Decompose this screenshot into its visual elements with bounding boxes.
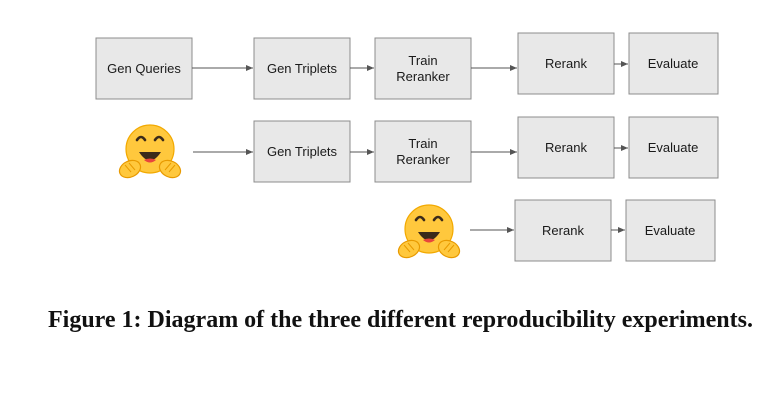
svg-text:Evaluate: Evaluate bbox=[645, 223, 696, 238]
svg-text:Evaluate: Evaluate bbox=[648, 140, 699, 155]
svg-text:Gen Triplets: Gen Triplets bbox=[267, 61, 338, 76]
hugging-face-icon bbox=[115, 123, 185, 183]
figure-caption: Figure 1: Diagram of the three different… bbox=[48, 307, 753, 333]
svg-text:Train: Train bbox=[408, 53, 437, 68]
row-2: Gen Triplets Train Reranker Rerank Evalu… bbox=[115, 116, 719, 183]
svg-text:Rerank: Rerank bbox=[545, 56, 587, 71]
evaluate-box: Evaluate bbox=[628, 116, 719, 179]
svg-text:Gen Triplets: Gen Triplets bbox=[267, 144, 338, 159]
hugging-face-icon bbox=[394, 203, 464, 263]
evaluate-box: Evaluate bbox=[628, 32, 719, 95]
train-reranker-box: Train Reranker bbox=[374, 120, 472, 183]
svg-text:Gen Queries: Gen Queries bbox=[107, 61, 181, 76]
rerank-box: Rerank bbox=[517, 116, 615, 179]
experiments-diagram: Gen Queries Gen Triplets Train Reranker … bbox=[95, 32, 719, 263]
train-reranker-box: Train Reranker bbox=[374, 37, 472, 100]
gen-triplets-box: Gen Triplets bbox=[253, 37, 351, 100]
svg-text:Rerank: Rerank bbox=[542, 223, 584, 238]
gen-queries-box: Gen Queries bbox=[95, 37, 193, 100]
svg-text:Reranker: Reranker bbox=[396, 69, 450, 84]
row-1: Gen Queries Gen Triplets Train Reranker … bbox=[95, 32, 719, 100]
gen-triplets-box: Gen Triplets bbox=[253, 120, 351, 183]
svg-text:Reranker: Reranker bbox=[396, 152, 450, 167]
rerank-box: Rerank bbox=[517, 32, 615, 95]
svg-text:Rerank: Rerank bbox=[545, 140, 587, 155]
row-3: Rerank Evaluate bbox=[394, 199, 716, 263]
svg-text:Train: Train bbox=[408, 136, 437, 151]
evaluate-box: Evaluate bbox=[625, 199, 716, 262]
rerank-box: Rerank bbox=[514, 199, 612, 262]
svg-text:Evaluate: Evaluate bbox=[648, 56, 699, 71]
